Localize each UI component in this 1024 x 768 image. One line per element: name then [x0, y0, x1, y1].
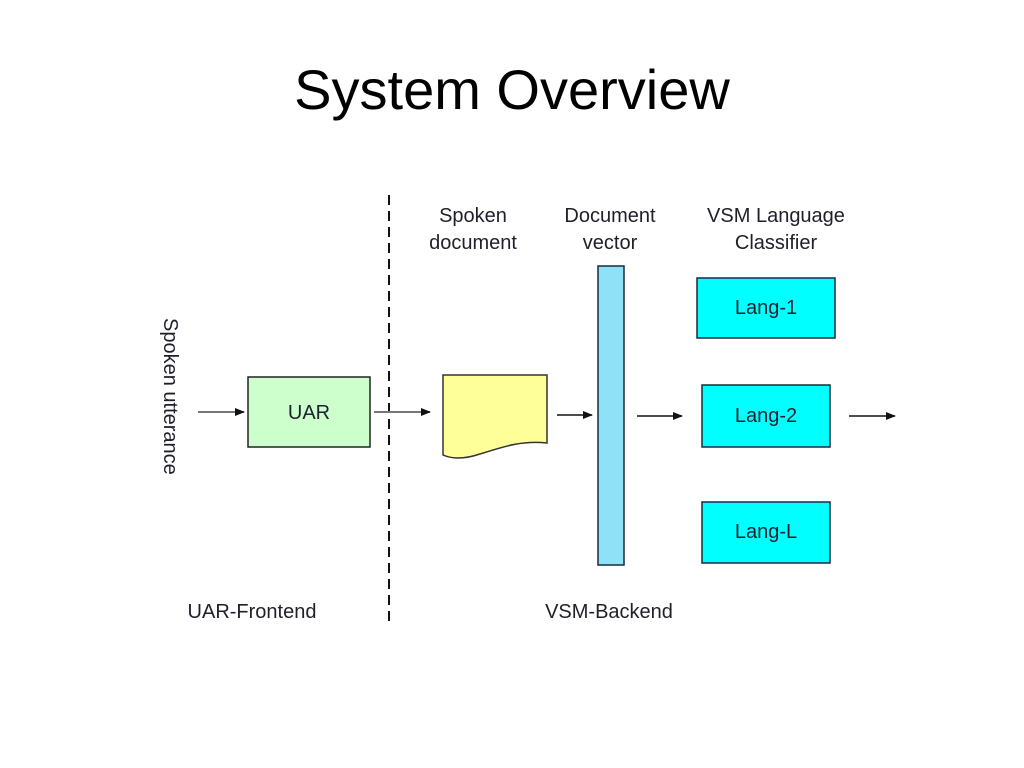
classifier-header-line1: VSM Language	[707, 205, 845, 227]
spoken-document-header-line2: document	[429, 232, 517, 254]
uar-block: UAR	[247, 376, 371, 448]
lang-2-block: Lang-2	[701, 384, 831, 448]
lang-2-label: Lang-2	[735, 405, 797, 427]
lang-l-block: Lang-L	[701, 501, 831, 564]
lang-1-box	[696, 277, 836, 339]
uar-frontend-label: UAR-Frontend	[188, 601, 317, 623]
vsm-backend-label: VSM-Backend	[545, 601, 673, 623]
lang-1-block: Lang-1	[696, 277, 836, 339]
document-vector-header-line2: vector	[583, 232, 638, 254]
lang-1-label: Lang-1	[735, 297, 797, 319]
lang-l-label: Lang-L	[735, 521, 797, 543]
document-vector-header-line1: Document	[564, 205, 656, 227]
slide-title: System Overview	[294, 58, 730, 121]
spoken-document-shape	[442, 374, 548, 459]
uar-label: UAR	[288, 402, 330, 424]
lang-l-box	[701, 501, 831, 564]
lang-2-box	[701, 384, 831, 448]
spoken-utterance-label: Spoken utterance	[159, 318, 181, 475]
uar-box	[247, 376, 371, 448]
spoken-document-header-line1: Spoken	[439, 205, 507, 227]
classifier-header-line2: Classifier	[735, 232, 818, 254]
document-vector-bar	[597, 265, 625, 566]
